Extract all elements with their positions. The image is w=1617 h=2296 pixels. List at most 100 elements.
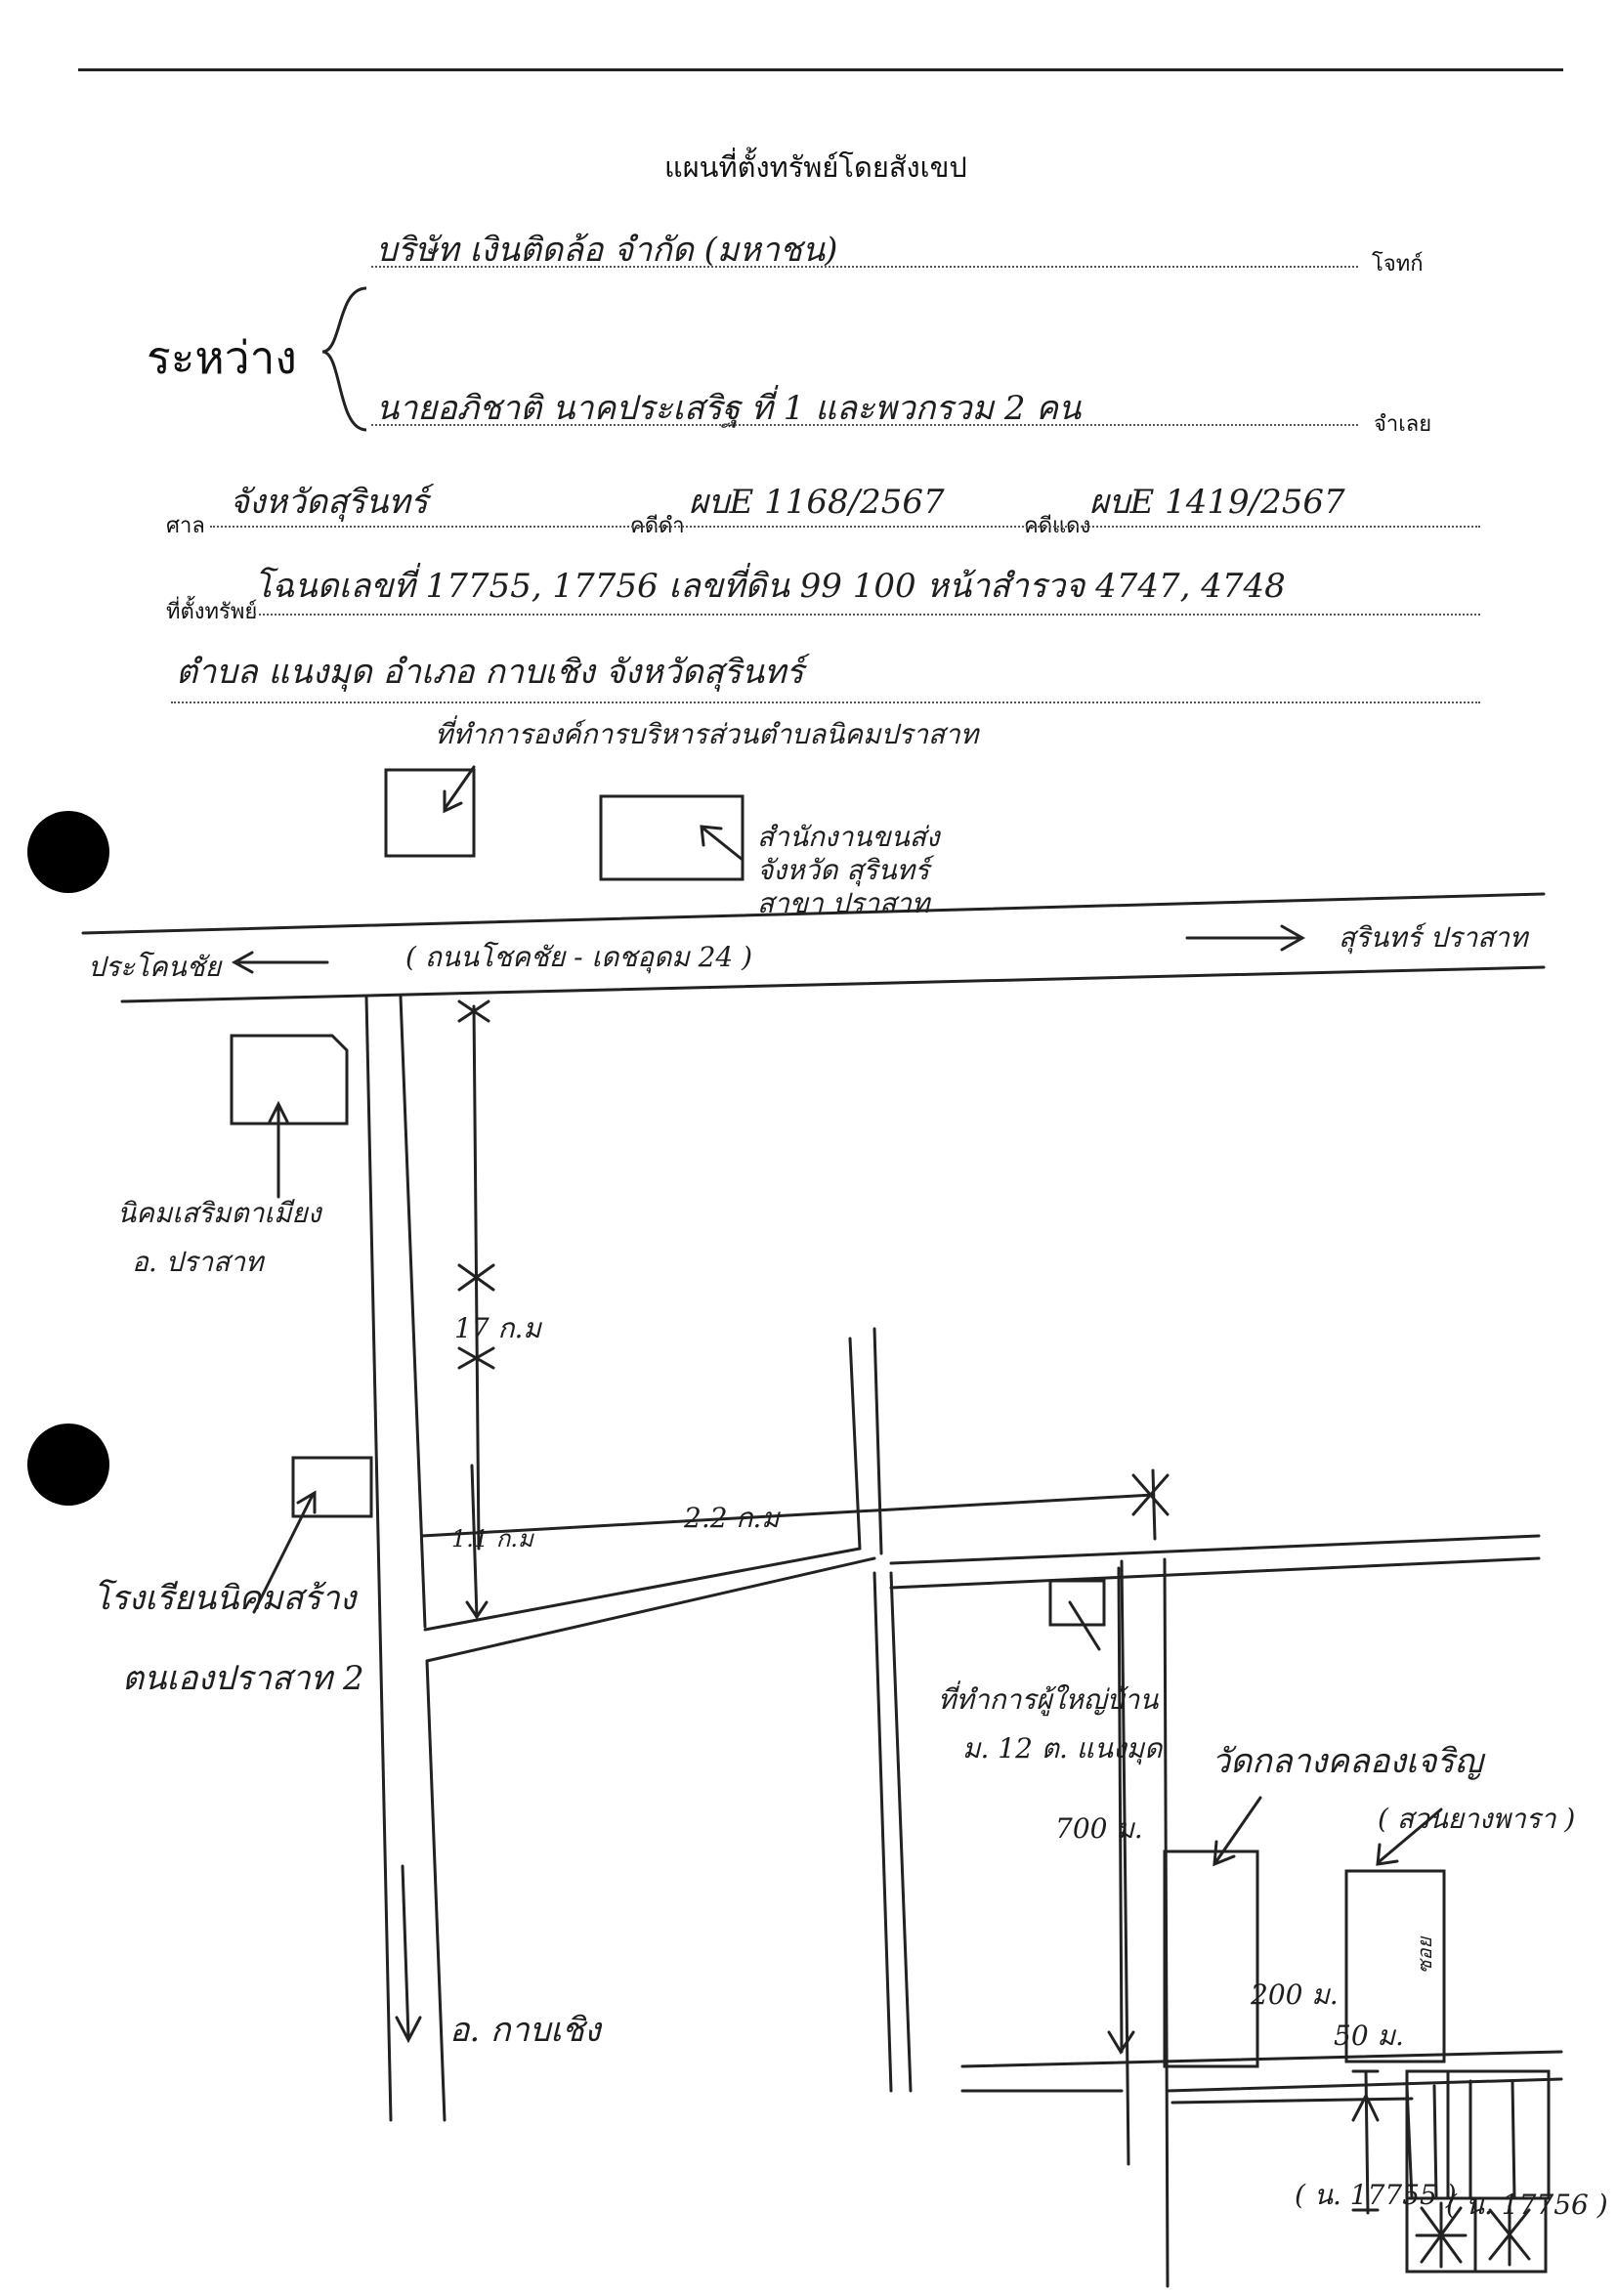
leader-head [268,1100,289,1124]
measure-ticks [1351,2069,1380,2212]
location-dotline1 [254,614,1480,616]
distance-200m: 200 ม. [1251,1978,1339,2011]
temple-label: วัดกลางคลองเจริญ [1212,1742,1483,1781]
binder-hole-top [27,811,109,893]
tambon-office-label: ที่ทำการองค์การบริหารส่วนตำบลนิคมปราสาท [435,718,979,750]
distance-22km: 2.2 ก.ม [684,1502,780,1534]
leader-head [700,825,723,847]
leader-head [296,1490,317,1514]
binder-hole-bottom [27,1424,109,1506]
measure-11km-line [470,1464,479,1619]
red-case-value: ผบE 1419/2567 [1089,483,1345,522]
leader-school-b [252,1493,315,1614]
main-road-label: ( ถนนโชคชัย - เดชอุดม 24 ) [405,941,753,973]
court-value: จังหวัดสุรินทร์ [230,483,429,522]
defendant-label: จำเลย [1374,412,1432,437]
measure-arrow [1107,2030,1135,2055]
leader-head [1213,1840,1236,1867]
black-case-value: ผบE 1168/2567 [689,483,945,522]
location-line2: ตำบล แนงมุด อำเภอ กาบเชิง จังหวัดสุรินทร… [176,653,804,692]
side-road-label: ซอย [1413,1936,1436,1974]
village-office-label-line1: ที่ทำการผู้ใหญ่บ้าน [938,1683,1159,1716]
distance-50m: 50 ม. [1334,2020,1404,2052]
distance-700m: 700 ม. [1055,1812,1143,1845]
measure-tick [457,1346,495,1370]
measure-22km-line [420,1493,1155,1538]
plaintiff-dotline [371,266,1358,268]
bottom-road-bottom [1166,2077,1563,2093]
leader-tambon [443,765,476,811]
tambon-office-box [384,768,476,858]
connector-lower [425,1556,876,1663]
school-b-box [291,1456,373,1518]
distance-17km: 17 ก.ม [454,1312,541,1344]
school-a-label: นิคมเสริมตาเมียง [117,1197,321,1229]
court-dotline [210,526,1480,528]
school-a-district: อ. ปราสาท [132,1246,264,1278]
measure-tick [457,999,490,1023]
main-road-east-edge-lower [425,1659,447,2122]
measure-end-mark [1131,1468,1170,1541]
main-road-west-edge [364,995,393,2122]
defendant-dotline [371,424,1358,426]
east-road-bottom [889,1556,1541,1590]
highway-edge-top [81,892,1546,935]
leader-village [1068,1600,1101,1651]
parcel-mark-a [1415,2201,1468,2269]
measure-700m-line [1117,1566,1124,2054]
village-office-box [1048,1579,1106,1627]
measure-tick [457,1263,495,1292]
plaintiff-value: บริษัท เงินติดล้อ จำกัด (มหาชน) [376,231,838,270]
road2-west-upper [848,1337,862,1551]
party-brace [321,286,367,432]
between-label: ระหว่าง [147,331,297,384]
parcel-17755-label: ( น. 17755 ) [1295,2179,1457,2211]
plaintiff-label: โจทก์ [1372,252,1424,276]
to-east-label: สุรินทร์ ปราสาท [1339,921,1528,954]
provincial-office-label: สำนักงานขนส่งจังหวัด สุรินทร์ สาขา ปราสา… [757,821,940,919]
connector-upper [423,1547,862,1632]
road3-west [1120,1559,1130,2166]
village-office-label-line2: ม. 12 ต. แนงมุด [962,1732,1163,1765]
bottom-road-top [960,2050,1563,2068]
side-lane-east [1432,2084,1438,2200]
measure-arrow [1351,2092,1380,2122]
leader-rubber [1378,1807,1443,1863]
to-west-label: ประโคนชัย [88,951,222,983]
east-road-top [889,1534,1541,1565]
measure-200m-line [1170,2097,1414,2105]
top-rule [78,68,1563,71]
road2-east-lower [889,1571,913,2093]
parcel-grid-line [1511,2079,1516,2200]
to-south-label: อ. กาบเชิง [449,2011,601,2050]
leader-provincial [702,827,745,862]
parcel-17756 [1473,2196,1548,2274]
temple-box [1163,1850,1259,2068]
main-road-east-edge-upper [399,995,427,1629]
measure-arrow [465,1600,489,1620]
road2-west-lower [872,1571,893,2093]
location-label: ที่ตั้งทรัพย์ [166,600,258,624]
location-dotline2 [171,702,1480,703]
distance-11km: 1.1 ก.ม [451,1525,533,1552]
provincial-office-box [599,794,745,881]
leader-head [1376,1843,1399,1866]
defendant-value: นายอภิชาติ นาคประเสริฐ ที่ 1 และพวกรวม 2… [376,389,1082,428]
leader-temple [1214,1796,1262,1863]
west-arrow-head [231,951,254,974]
road2-east-upper [872,1327,883,1555]
rubber-label: ( สวนยางพารา ) [1378,1803,1576,1835]
south-arrow [401,1864,410,2039]
south-arrow-head [395,2016,422,2044]
school-b-label-line2: ตนเองปราสาท 2 [122,1659,364,1698]
parcel-mark-b [1488,2204,1531,2267]
court-label: ศาล [166,514,205,538]
school-b-label-line1: โรงเรียนนิคมสร้าง [93,1579,357,1618]
page-title: แผนที่ตั้งทรัพย์โดยสังเขป [664,150,967,184]
parcel-17756-label: ( น. 17756 ) [1446,2189,1608,2221]
leader-head [443,789,463,814]
east-arrow-head [1280,924,1306,952]
rubber-box [1344,1869,1446,2063]
